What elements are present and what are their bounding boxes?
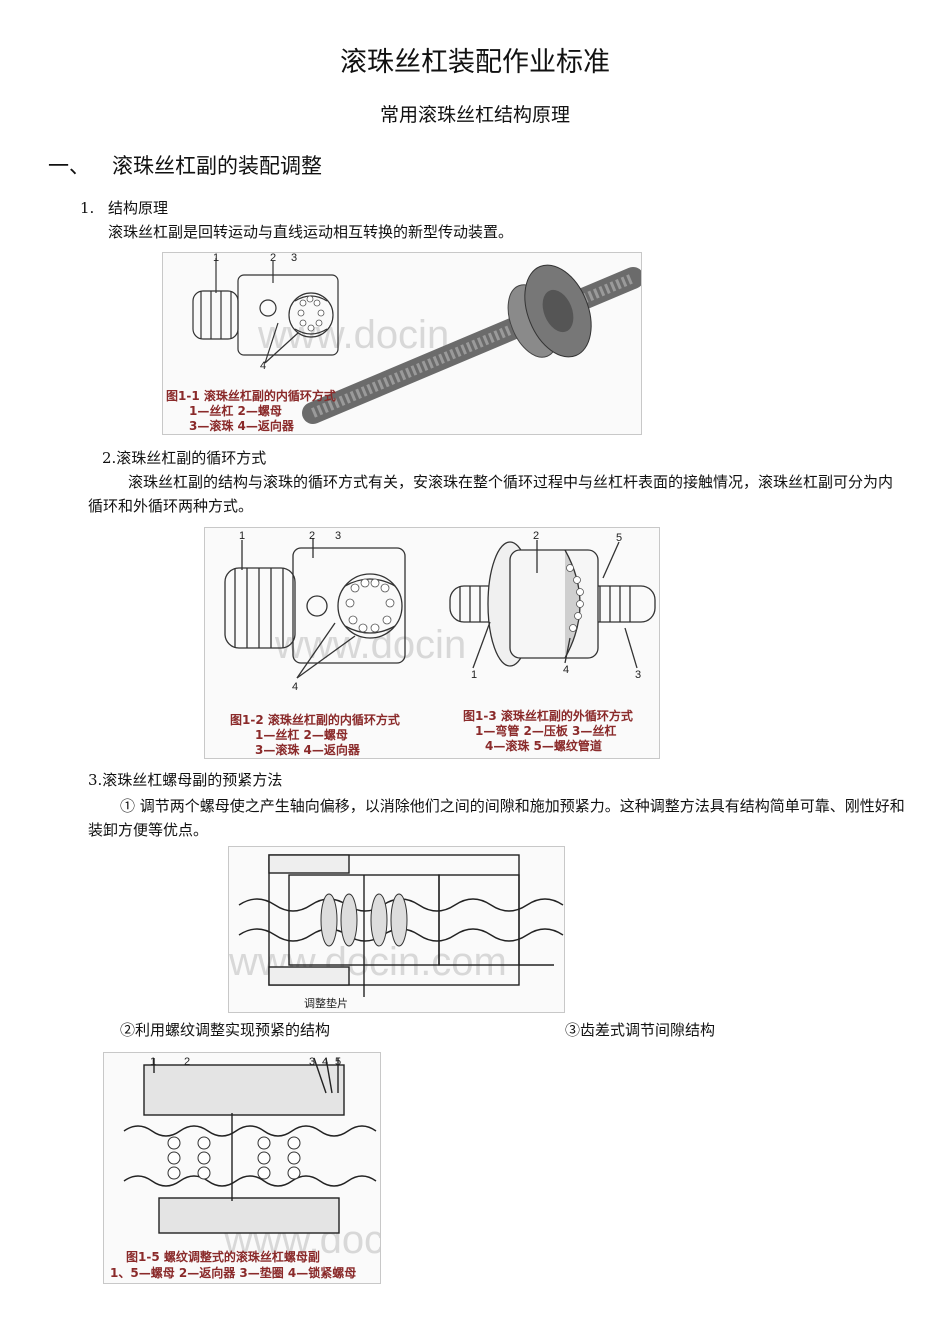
figure-1-caption-line3: 3—滚珠 4—返向器 — [189, 418, 295, 433]
figure-2-label-4: 4 — [292, 681, 298, 693]
item2-heading: 2.滚珠丝杠副的循环方式 — [102, 449, 267, 467]
item1-text: 滚珠丝杠副是回转运动与直线运动相互转换的新型传动装置。 — [108, 223, 514, 241]
figure-2-label-1: 1 — [239, 530, 245, 542]
figure-2-3: www.docin 1 2 3 4 — [204, 527, 660, 759]
figure-3-label-2: 2 — [533, 530, 539, 542]
section-label: 滚珠丝杠副的装配调整 — [112, 154, 322, 178]
figure-2-caption-title: 图1-2 滚珠丝杠副的内循环方式 — [230, 712, 400, 727]
item1-label: 结构原理 — [108, 199, 169, 217]
figure-1-label-1: 1 — [213, 253, 219, 264]
figure-2-label-2: 2 — [309, 530, 315, 542]
figure-4: www.docin.com 调整垫片 — [228, 846, 565, 1013]
section-heading: 一、滚珠丝杠副的装配调整 — [48, 150, 322, 180]
figure-1-watermark: www.docin — [257, 313, 449, 357]
figure-5-caption-title: 图1-5 螺纹调整式的滚珠丝杠螺母副 — [126, 1249, 320, 1264]
figure-3-label-3: 3 — [635, 669, 641, 681]
figure-5-label-3: 3 — [309, 1056, 315, 1068]
figure-3-caption-title: 图1-3 滚珠丝杠副的外循环方式 — [463, 708, 633, 723]
figure-1-label-2: 2 — [270, 253, 276, 264]
page-subtitle: 常用滚珠丝杠结构原理 — [379, 104, 570, 126]
section-number: 一、 — [48, 154, 90, 178]
figure-5-label-1: 1 — [150, 1056, 156, 1068]
figure-5-diagram — [123, 1057, 377, 1234]
figure-3-label-4: 4 — [563, 664, 569, 676]
figure-2-caption-line3: 3—滚珠 4—返向器 — [255, 742, 361, 757]
figure-1: www.docin 1 2 3 4 — [162, 252, 642, 435]
figure-2-watermark: www.docin — [274, 623, 466, 667]
item3-heading: 3.滚珠丝杠螺母副的预紧方法 — [88, 771, 283, 789]
figure-2-diagram — [224, 538, 406, 679]
item2-text: 滚珠丝杠副的结构与滚珠的循环方式有关，安滚珠在整个循环过程中与丝杠杆表面的接触情… — [88, 473, 894, 515]
figure-3-label-1: 1 — [471, 669, 477, 681]
figure-3-caption-line3: 4—滚珠 5—螺纹管道 — [485, 738, 602, 753]
figure-3-label-5: 5 — [616, 532, 622, 544]
figure-5-label-5: 5 — [335, 1056, 341, 1068]
figure-1-photo — [302, 264, 641, 424]
page-title: 滚珠丝杠装配作业标准 — [340, 47, 610, 78]
figure-1-diagram — [192, 258, 339, 364]
figure-2-label-3: 3 — [335, 530, 341, 542]
figure-4-label: 调整垫片 — [304, 996, 348, 1010]
figure-3-caption-line2: 1—弯管 2—压板 3—丝杠 — [475, 723, 616, 738]
figure-4-diagram — [238, 854, 564, 997]
item3-sub3: ③齿差式调节间隙结构 — [565, 1021, 716, 1039]
figure-1-caption-title: 图1-1 滚珠丝杠副的内循环方式 — [166, 388, 336, 403]
figure-1-caption-line2: 1—丝杠 2—螺母 — [189, 403, 282, 418]
figure-5: www.doc 1 2 3 4 5 图1-5 螺纹调整式的滚珠丝杠螺母副 1、5… — [103, 1052, 381, 1284]
figure-5-caption-line2: 1、5—螺母 2—返向器 3—垫圈 4—锁紧螺母 — [110, 1265, 356, 1280]
item1-number: 1. — [80, 199, 95, 217]
figure-5-label-2: 2 — [184, 1056, 190, 1068]
figure-3-diagram — [449, 540, 656, 669]
figure-2-caption-line2: 1—丝杠 2—螺母 — [255, 727, 348, 742]
figure-1-label-3: 3 — [291, 253, 297, 264]
item3-text: ① 调节两个螺母使之产生轴向偏移，以消除他们之间的间隙和施加预紧力。这种调整方法… — [88, 797, 905, 839]
figure-1-label-4: 4 — [260, 360, 266, 372]
figure-5-label-4: 4 — [322, 1056, 328, 1068]
item1-heading: 1. 结构原理 — [80, 196, 168, 220]
item3-sub2: ②利用螺纹调整实现预紧的结构 — [120, 1021, 331, 1039]
